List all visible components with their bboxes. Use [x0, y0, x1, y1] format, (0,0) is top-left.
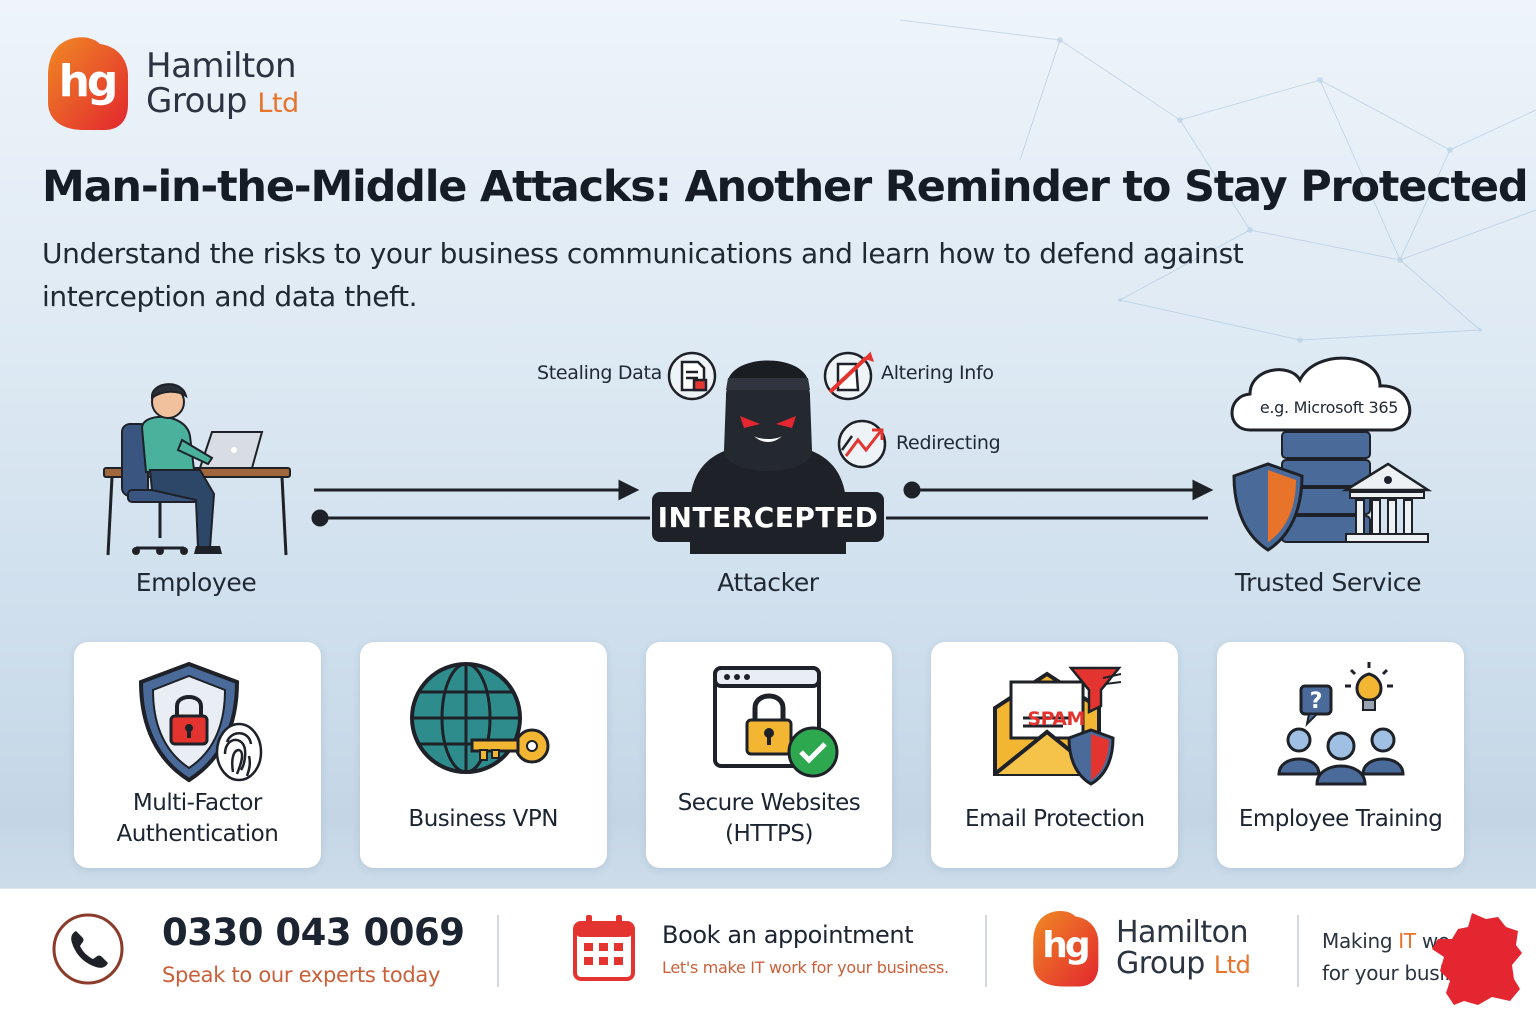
book-appointment-subtext: Let's make IT work for your business.	[662, 958, 949, 977]
page-title: Man-in-the-Middle Attacks: Another Remin…	[42, 162, 1529, 212]
footer-brand-logo[interactable]: hg Hamilton Group Ltd	[1030, 909, 1251, 989]
card-email-label: Email Protection	[965, 805, 1145, 832]
calendar-icon[interactable]	[572, 913, 636, 983]
trusted-service-label: Trusted Service	[1234, 568, 1422, 597]
redirecting-icon	[837, 419, 887, 469]
phone-subtext: Speak to our experts today	[162, 963, 441, 987]
card-email[interactable]: SPAM Email Protection	[931, 642, 1179, 868]
brand-logo[interactable]: hg Hamilton Group Ltd	[44, 36, 299, 132]
footer: 0330 043 0069 Speak to our experts today…	[0, 888, 1536, 1024]
envelope-spam-shield-icon: SPAM	[931, 660, 1178, 790]
attacker-label: Attacker	[717, 568, 819, 597]
tagline-line2: for your busin	[1322, 961, 1458, 985]
spam-label: SPAM	[1027, 708, 1085, 730]
flow-graphics	[103, 351, 1433, 556]
hg-logo-icon: hg	[1030, 909, 1100, 989]
mitm-flow-diagram: Stealing Data Altering Info Redirecting …	[0, 340, 1536, 620]
brand-suffix: Ltd	[257, 88, 299, 119]
team-question-bulb-icon: ?	[1217, 660, 1464, 790]
stealing-data-tag: Stealing Data	[537, 362, 663, 384]
card-https-label: Secure Websites (HTTPS)	[677, 790, 861, 847]
altering-info-tag: Altering Info	[881, 362, 994, 384]
card-vpn-label: Business VPN	[408, 805, 558, 832]
trusted-service-icon	[1230, 356, 1433, 552]
tagline-it: IT	[1398, 929, 1416, 953]
svg-text:?: ?	[1309, 689, 1322, 714]
phone-icon[interactable]	[50, 911, 126, 987]
card-https[interactable]: Secure Websites (HTTPS)	[645, 642, 893, 868]
brand-name: Hamilton Group Ltd	[1116, 915, 1251, 981]
brand-name-line2: Group	[1116, 946, 1205, 981]
card-vpn[interactable]: Business VPN	[359, 642, 607, 868]
intercepted-badge: INTERCEPTED	[652, 492, 884, 542]
card-mfa[interactable]: Multi-Factor Authentication	[74, 642, 321, 868]
globe-key-icon	[360, 660, 607, 790]
tagline: Making IT wo for your busin	[1322, 925, 1457, 989]
france-map-icon	[1432, 913, 1522, 1005]
redirecting-tag: Redirecting	[896, 432, 1001, 454]
footer-divider-2	[985, 915, 987, 987]
employee-icon	[103, 383, 291, 556]
logo-letters: hg	[1042, 925, 1090, 966]
stealing-data-icon	[667, 351, 717, 401]
altering-info-icon	[823, 351, 874, 401]
shield-lock-fingerprint-icon	[74, 660, 321, 790]
brand-name-line1: Hamilton	[1116, 915, 1248, 951]
hg-logo-icon: hg	[44, 36, 130, 132]
footer-divider-1	[497, 915, 499, 987]
card-training-label: Employee Training	[1238, 805, 1443, 832]
page-subtitle: Understand the risks to your business co…	[42, 237, 1244, 313]
brand-name: Hamilton Group Ltd	[146, 49, 299, 118]
card-training[interactable]: ? Employee Training	[1217, 642, 1464, 868]
logo-letters: hg	[58, 56, 119, 107]
protection-cards: Multi-Factor Authentication Business VPN	[74, 642, 1464, 868]
brand-suffix: Ltd	[1213, 951, 1251, 979]
browser-lock-check-icon	[646, 660, 893, 790]
employee-label: Employee	[135, 568, 257, 597]
card-mfa-label: Multi-Factor Authentication	[116, 790, 279, 847]
brand-name-line2: Group	[146, 81, 248, 121]
cloud-note: e.g. Microsoft 365	[1259, 398, 1399, 417]
footer-divider-3	[1297, 915, 1299, 987]
brand-name-line1: Hamilton	[146, 46, 297, 87]
tagline-part-a: Making	[1322, 929, 1399, 953]
phone-number[interactable]: 0330 043 0069	[162, 911, 465, 954]
book-appointment-link[interactable]: Book an appointment	[662, 921, 914, 949]
